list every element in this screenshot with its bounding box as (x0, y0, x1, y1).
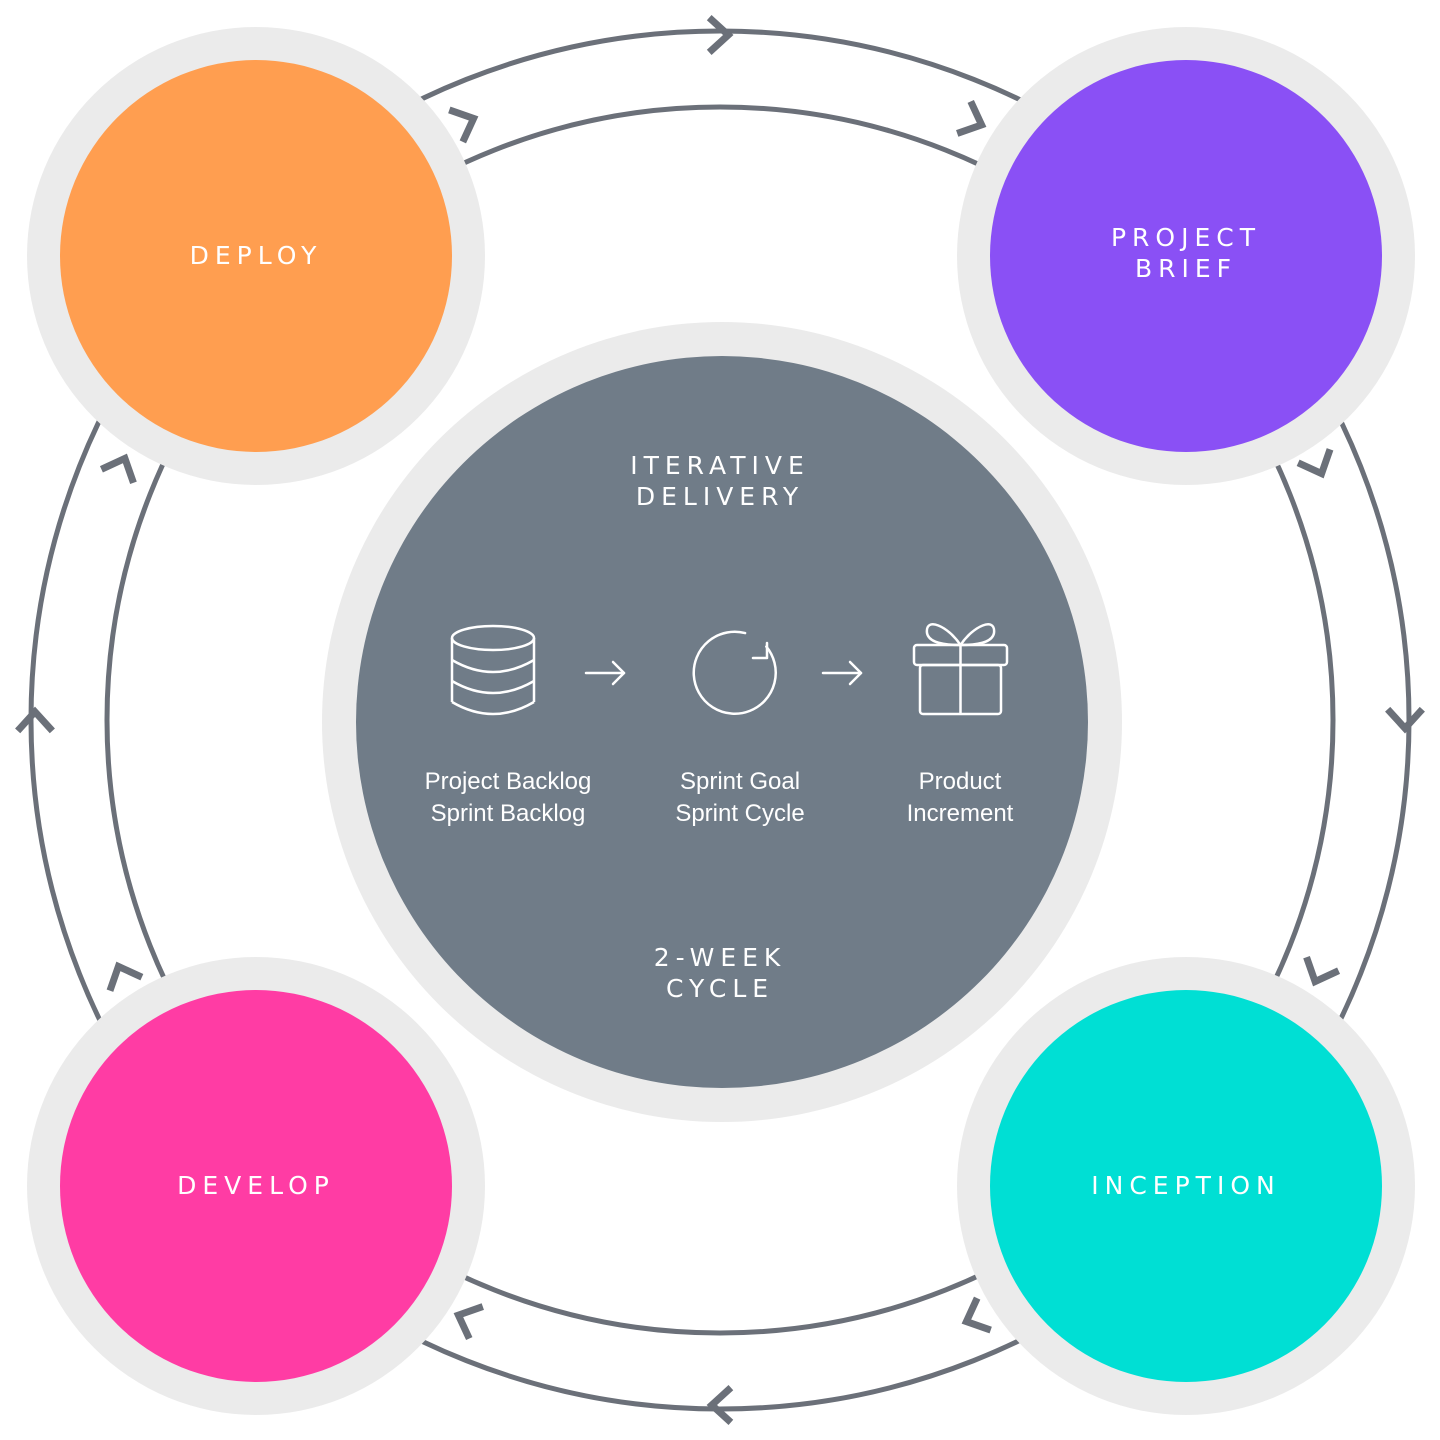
project-brief-circle (990, 60, 1382, 452)
develop-circle (60, 990, 452, 1382)
chevron-icon (1385, 706, 1425, 734)
develop-label-line: DEVELOP (177, 1171, 335, 1200)
database-icon (450, 624, 536, 716)
chevron-icon (706, 1385, 734, 1425)
inner-ring (104, 104, 1336, 1336)
step-backlog-label: Project Backlog Sprint Backlog (388, 766, 628, 830)
step-increment-line-1: Product (918, 768, 1002, 795)
center-footer-line-1: 2-WEEK (653, 943, 787, 972)
step-increment-line-2: Increment (906, 800, 1014, 827)
center-title-line-2: DELIVERY (635, 482, 805, 511)
chevron-icon (961, 1296, 992, 1334)
develop-label: DEVELOP (116, 1170, 396, 1201)
chevron-icon (99, 453, 137, 484)
arrow-right-icon (821, 660, 863, 686)
inception-label-line: INCEPTION (1091, 1171, 1281, 1200)
deploy-circle (60, 60, 452, 452)
project-brief-label-line-2: BRIEF (1134, 254, 1238, 283)
center-title-line-1: ITERATIVE (630, 451, 810, 480)
project-brief-label: PROJECT BRIEF (1046, 222, 1326, 284)
inception-label: INCEPTION (1046, 1170, 1326, 1201)
chevron-icon (1296, 448, 1334, 479)
step-backlog-line-2: Sprint Backlog (430, 800, 586, 827)
chevron-icon (15, 706, 55, 734)
deploy-label: DEPLOY (116, 240, 396, 271)
cycle-icon (692, 630, 777, 715)
flow-chevrons (15, 15, 1425, 1425)
step-sprint-label: Sprint Goal Sprint Cycle (630, 766, 850, 830)
gift-icon (912, 623, 1009, 716)
center-disc (356, 356, 1088, 1088)
chevron-icon (956, 99, 987, 137)
step-backlog-line-1: Project Backlog (424, 768, 592, 795)
project-brief-label-line-1: PROJECT (1110, 223, 1262, 252)
chevron-icon (106, 961, 144, 992)
inception-circle (990, 990, 1382, 1382)
step-sprint-line-1: Sprint Goal (679, 768, 801, 795)
chevron-icon (448, 106, 479, 144)
chevron-icon (706, 15, 734, 55)
deploy-label-line: DEPLOY (189, 241, 323, 270)
arrow-right-icon (584, 660, 626, 686)
step-increment-label: Product Increment (860, 766, 1060, 830)
chevron-icon (453, 1303, 484, 1341)
center-footer-line-2: CYCLE (665, 974, 775, 1003)
step-sprint-line-2: Sprint Cycle (675, 800, 805, 827)
center-title: ITERATIVE DELIVERY (570, 450, 870, 512)
center-footer: 2-WEEK CYCLE (570, 942, 870, 1004)
chevron-icon (1303, 956, 1341, 987)
